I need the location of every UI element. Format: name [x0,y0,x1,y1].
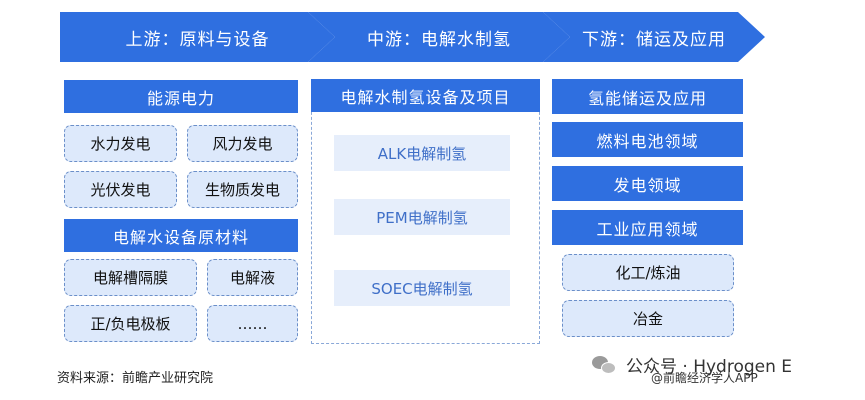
midstream-header: 电解水制氢设备及项目 [311,79,540,112]
material-item-more: …… [207,305,298,342]
downstream-chemical: 化工/炼油 [562,254,734,291]
materials-header: 电解水设备原材料 [64,219,298,252]
mid-item-alk: ALK电解制氢 [334,135,510,171]
attribution: @前瞻经济学人APP [651,371,758,385]
banner-downstream: 下游：储运及应用 [543,12,765,62]
energy-header: 能源电力 [64,80,298,113]
downstream-industrial: 工业应用领域 [552,210,743,245]
banner-upstream: 上游：原料与设备 [60,12,335,62]
downstream-metallurgy: 冶金 [562,300,734,337]
banner-midstream: 中游：电解水制氢 [308,12,570,62]
energy-item-wind: 风力发电 [187,125,298,162]
downstream-power: 发电领域 [552,166,743,201]
material-item-electrode: 正/负电极板 [64,305,197,342]
material-item-diaphragm: 电解槽隔膜 [64,259,197,296]
downstream-fuel-cell: 燃料电池领域 [552,122,743,157]
source-note: 资料来源：前瞻产业研究院 [57,371,214,386]
mid-item-pem: PEM电解制氢 [334,199,510,235]
value-chain-banner: 上游：原料与设备 中游：电解水制氢 下游：储运及应用 [0,12,865,62]
energy-item-hydro: 水力发电 [64,125,177,162]
material-item-electrolyte: 电解液 [207,259,298,296]
energy-item-solar: 光伏发电 [64,171,177,208]
downstream-storage: 氢能储运及应用 [552,79,743,114]
mid-item-soec: SOEC电解制氢 [334,270,510,306]
energy-item-biomass: 生物质发电 [187,171,298,208]
wechat-icon [592,354,618,376]
wechat-watermark: 公众号 · Hydrogen E [592,352,792,377]
wechat-label: 公众号 · Hydrogen E [626,357,793,377]
